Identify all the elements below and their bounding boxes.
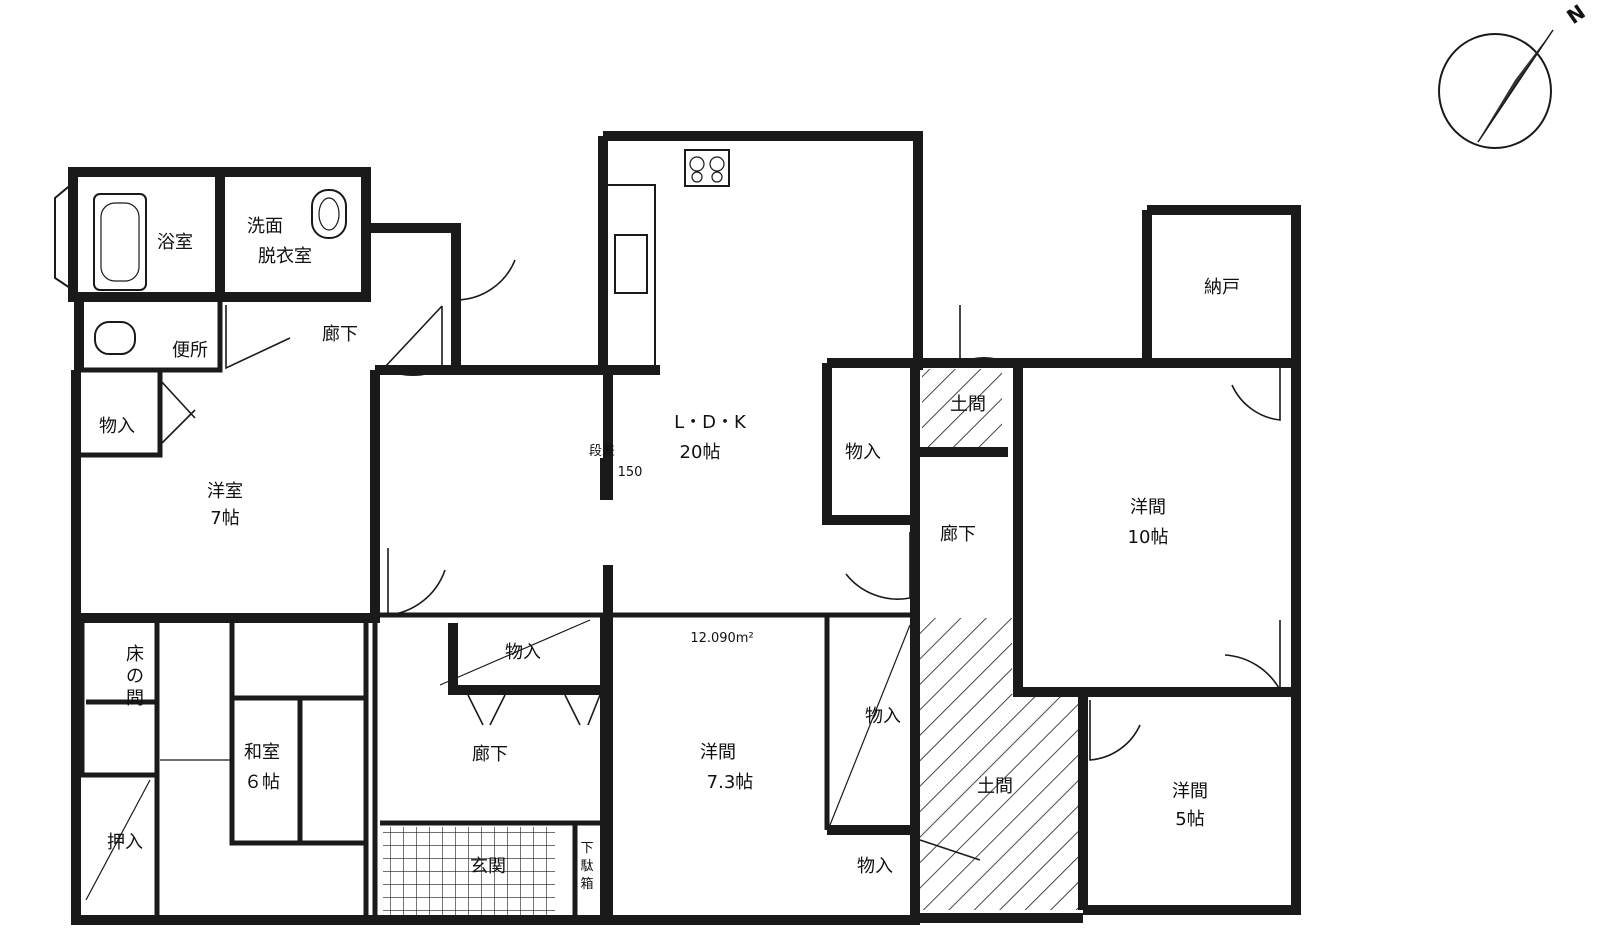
label-western-5-size: 5帖 xyxy=(1175,809,1204,830)
label-tokonoma-1: 床 xyxy=(126,644,144,665)
label-tokonoma-3: 間 xyxy=(126,688,144,709)
doma-small-hatch xyxy=(922,369,1002,449)
label-western-10-size: 10帖 xyxy=(1128,527,1169,548)
compass: N xyxy=(1438,0,1590,149)
label-doma-small: 土間 xyxy=(950,394,986,415)
label-storage: 納戸 xyxy=(1204,277,1240,298)
label-hallway-mid: 廊下 xyxy=(472,744,508,765)
fixtures xyxy=(54,149,911,901)
room-labels: 浴室 洗面 脱衣室 便所 廊下 物入 洋室 7帖 床 の 間 押入 和室 ６帖 … xyxy=(99,216,1240,892)
bathtub-icon xyxy=(93,193,147,291)
label-western-7-name: 洋室 xyxy=(207,481,243,502)
doma-large-hatch-b xyxy=(1012,694,1083,910)
label-washroom-1: 洗面 xyxy=(247,216,283,237)
label-closet-east2: 物入 xyxy=(857,856,893,877)
label-japanese-name: 和室 xyxy=(244,742,280,763)
doors xyxy=(159,236,1281,861)
label-ldk-size: 20帖 xyxy=(680,442,721,463)
sink-icon xyxy=(614,234,648,294)
label-area: 12.090m² xyxy=(690,631,753,646)
label-hallway-top: 廊下 xyxy=(322,324,358,345)
label-bathroom: 浴室 xyxy=(157,232,193,253)
label-closet-mid: 物入 xyxy=(505,642,541,663)
label-western-7-size: 7帖 xyxy=(210,508,239,529)
label-japanese-size: ６帖 xyxy=(244,772,280,793)
entrance-tiles xyxy=(383,827,555,915)
label-closet-west: 物入 xyxy=(99,416,135,437)
label-step: 段差 xyxy=(589,444,615,459)
label-shoebox-3: 箱 xyxy=(580,876,593,892)
label-entrance: 玄関 xyxy=(470,856,506,877)
label-tokonoma-2: の xyxy=(126,666,144,687)
label-hallway-east: 廊下 xyxy=(940,524,976,545)
label-oshiire: 押入 xyxy=(107,832,143,853)
label-western-73-name: 洋間 xyxy=(700,742,736,763)
label-step-value: 150 xyxy=(618,465,643,480)
label-western-5-name: 洋間 xyxy=(1172,781,1208,802)
label-western-73-size: 7.3帖 xyxy=(707,772,754,793)
label-closet-east1: 物入 xyxy=(865,706,901,727)
doma-large-hatch xyxy=(920,618,1012,910)
label-doma-large: 土間 xyxy=(977,776,1013,797)
toilet-icon xyxy=(94,321,136,355)
washbasin-icon xyxy=(311,189,347,239)
compass-north-label: N xyxy=(1562,0,1589,29)
label-ldk-name: L・D・K xyxy=(674,412,747,433)
label-shoebox-1: 下 xyxy=(580,841,593,856)
label-shoebox-2: 駄 xyxy=(580,859,593,874)
label-closet-ldk: 物入 xyxy=(845,442,881,463)
walls xyxy=(68,131,1301,925)
label-washroom-2: 脱衣室 xyxy=(258,246,312,267)
label-toilet: 便所 xyxy=(172,340,208,361)
label-western-10-name: 洋間 xyxy=(1130,497,1166,518)
